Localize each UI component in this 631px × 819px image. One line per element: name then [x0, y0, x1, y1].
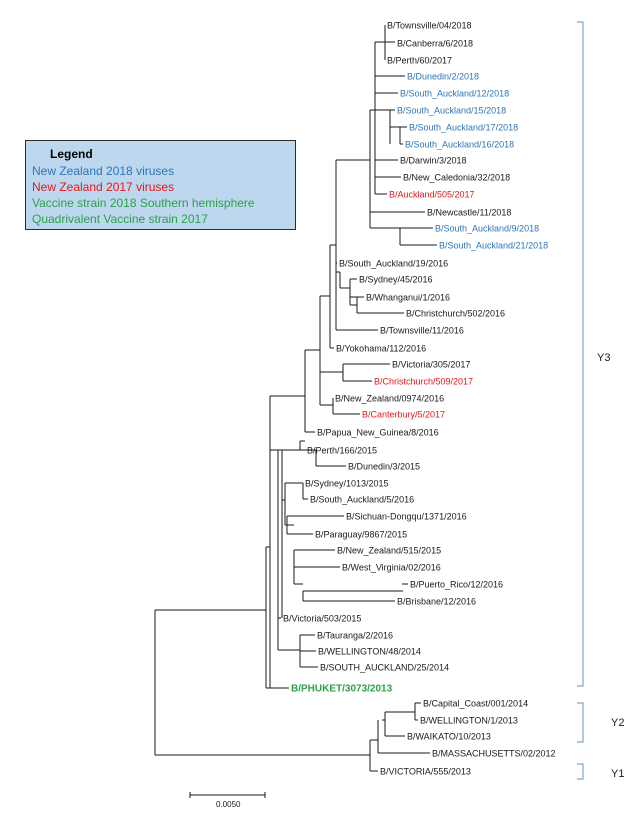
legend-title: Legend	[50, 147, 93, 161]
taxon-label: B/South_Auckland/21/2018	[439, 241, 548, 251]
taxon-label: B/Dunedin/3/2015	[348, 462, 420, 472]
taxon-label: B/Perth/60/2017	[387, 56, 452, 66]
taxon-label: B/West_Virginia/02/2016	[342, 563, 441, 573]
group-label: Y3	[597, 352, 610, 364]
group-bracket	[577, 763, 584, 780]
taxon-label: B/Brisbane/12/2016	[397, 597, 476, 607]
taxon-label: B/Victoria/305/2017	[392, 360, 470, 370]
taxon-label: B/Newcastle/11/2018	[427, 208, 511, 218]
taxon-label: B/Canberra/6/2018	[397, 39, 473, 49]
legend-item-nz-2018: New Zealand 2018 viruses	[32, 164, 175, 178]
taxon-label: B/Capital_Coast/001/2014	[423, 699, 528, 709]
taxon-label: B/Christchurch/502/2016	[406, 309, 505, 319]
taxon-label: B/WELLINGTON/48/2014	[318, 647, 421, 657]
taxon-label: B/VICTORIA/555/2013	[380, 767, 471, 777]
taxon-label: B/Paraguay/9867/2015	[315, 530, 407, 540]
taxon-label: B/South_Auckland/9/2018	[435, 224, 539, 234]
taxon-label: B/Papua_New_Guinea/8/2016	[317, 428, 439, 438]
taxon-label: B/South_Auckland/17/2018	[409, 123, 518, 133]
taxon-label: B/Victoria/503/2015	[283, 614, 361, 624]
taxon-label: B/Canterbury/5/2017	[362, 410, 445, 420]
taxon-label: B/South_Auckland/15/2018	[397, 106, 506, 116]
scale-bar-label: 0.0050	[216, 800, 241, 809]
taxon-label: B/South_Auckland/19/2016	[339, 259, 448, 269]
taxon-label: B/South_Auckland/12/2018	[400, 89, 509, 99]
group-bracket	[577, 21, 584, 687]
taxon-label: B/PHUKET/3073/2013	[291, 684, 393, 695]
taxon-label: B/Auckland/505/2017	[389, 190, 475, 200]
taxon-label: B/SOUTH_AUCKLAND/25/2014	[320, 663, 449, 673]
taxon-label: B/Perth/166/2015	[307, 446, 377, 456]
group-label: Y1	[611, 768, 624, 780]
taxon-label: B/New_Zealand/0974/2016	[335, 394, 444, 404]
legend-box: Legend New Zealand 2018 viruses New Zeal…	[25, 140, 296, 230]
taxon-label: B/Sydney/45/2016	[359, 275, 433, 285]
legend-item-vaccine-2017: Quadrivalent Vaccine strain 2017	[32, 212, 208, 226]
taxon-label: B/WAIKATO/10/2013	[407, 732, 491, 742]
taxon-label: B/Dunedin/2/2018	[407, 72, 479, 82]
legend-item-vaccine-2018: Vaccine strain 2018 Southern hemisphere	[32, 196, 255, 210]
taxon-label: B/Sydney/1013/2015	[305, 479, 389, 489]
taxon-label: B/Townsville/04/2018	[387, 21, 472, 31]
taxon-label: B/Townsville/11/2016	[380, 326, 464, 336]
taxon-label: B/Tauranga/2/2016	[317, 631, 393, 641]
taxon-label: B/Christchurch/509/2017	[374, 377, 473, 387]
taxon-label: B/South_Auckland/16/2018	[405, 140, 514, 150]
taxon-label: B/South_Auckland/5/2016	[310, 495, 414, 505]
taxon-label: B/WELLINGTON/1/2013	[420, 716, 518, 726]
taxon-label: B/Sichuan-Dongqu/1371/2016	[346, 512, 467, 522]
taxon-label: B/Darwin/3/2018	[400, 156, 467, 166]
taxon-label: B/MASSACHUSETTS/02/2012	[432, 749, 556, 759]
taxon-label: B/Yokohama/112/2016	[336, 344, 426, 354]
taxon-label: B/New_Zealand/515/2015	[337, 546, 441, 556]
taxon-label: B/New_Caledonia/32/2018	[403, 173, 510, 183]
taxon-label: B/Whanganui/1/2016	[366, 293, 450, 303]
taxon-label: B/Puerto_Rico/12/2016	[410, 580, 503, 590]
legend-item-nz-2017: New Zealand 2017 viruses	[32, 180, 175, 194]
group-bracket	[577, 702, 584, 743]
group-label: Y2	[611, 717, 624, 729]
